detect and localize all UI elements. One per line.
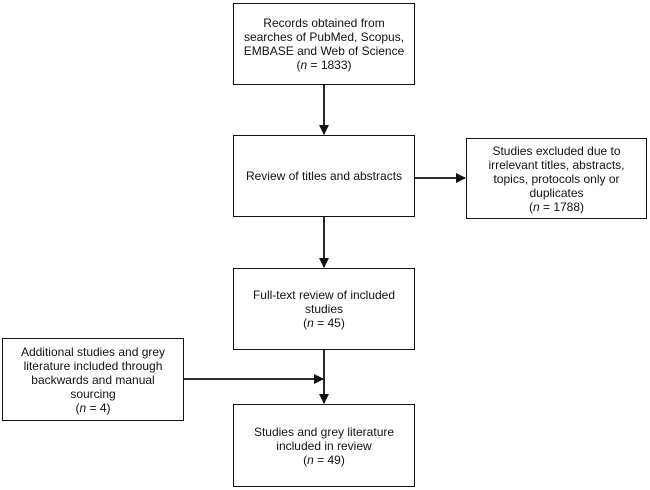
review-line-1: Review of titles and abstracts: [245, 169, 403, 183]
records-count: (n = 1833): [296, 58, 352, 72]
excluded-line-2: irrelevant titles, abstracts,: [488, 157, 625, 172]
additional-studies-box: Additional studies and grey literature i…: [2, 338, 184, 421]
records-line-1: Records obtained from: [263, 16, 385, 30]
fulltext-n-value: = 45: [313, 316, 341, 330]
excluded-n-var: n: [532, 199, 540, 214]
studies-included-box: Studies and grey literature included in …: [233, 404, 415, 487]
included-line-1: Studies and grey literature: [253, 424, 395, 439]
records-obtained-box: Records obtained from searches of PubMed…: [233, 3, 415, 85]
additional-line-2: literature included through: [23, 358, 163, 373]
fulltext-review-box: Full-text review of included studies (n …: [233, 268, 415, 350]
included-count: (n = 49): [303, 452, 345, 467]
additional-count: (n = 4): [75, 400, 111, 415]
records-line-3: EMBASE and Web of Science: [243, 44, 405, 58]
fulltext-n-var: n: [307, 316, 314, 330]
review-titles-box: Review of titles and abstracts: [233, 135, 415, 217]
fulltext-line-2: studies: [304, 302, 344, 316]
additional-line-1: Additional studies and grey: [20, 344, 166, 359]
additional-line-3: backwards and manual: [31, 372, 155, 387]
fulltext-line-1: Full-text review of included: [252, 288, 396, 302]
records-n-value: = 1833: [307, 58, 348, 72]
studies-excluded-box: Studies excluded due to irrelevant title…: [466, 138, 647, 219]
additional-n-var: n: [79, 400, 87, 415]
excluded-count: (n = 1788): [528, 199, 585, 214]
included-n-value: = 49: [313, 452, 341, 467]
records-line-2: searches of PubMed, Scopus,: [243, 30, 405, 44]
included-n-var: n: [307, 452, 314, 467]
excluded-n-value: = 1788: [539, 199, 581, 214]
additional-n-value: = 4: [86, 400, 107, 415]
records-n-var: n: [300, 58, 308, 72]
excluded-line-3: topics, protocols only or: [493, 171, 620, 186]
additional-line-4: sourcing: [70, 386, 116, 401]
excluded-line-4: duplicates: [529, 185, 584, 200]
fulltext-count: (n = 45): [303, 316, 345, 330]
excluded-line-1: Studies excluded due to: [492, 143, 621, 158]
included-line-2: included in review: [276, 438, 372, 453]
